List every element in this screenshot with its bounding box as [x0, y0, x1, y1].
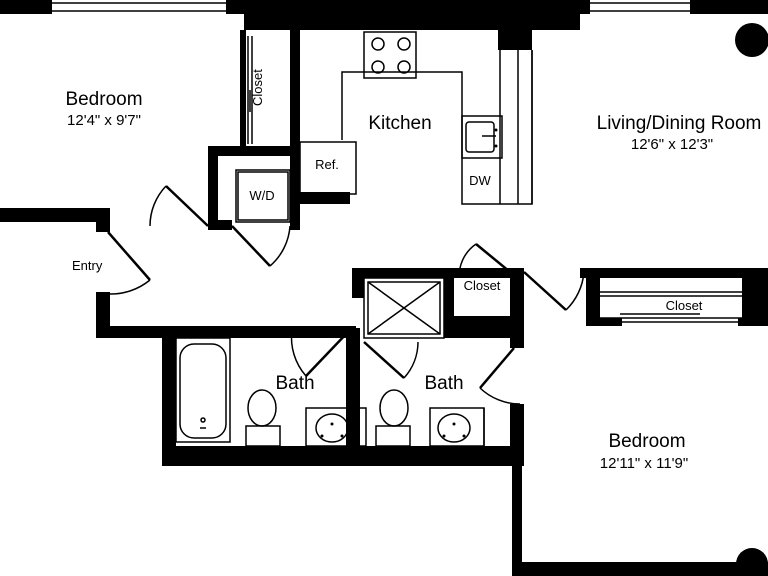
living-name: Living/Dining Room	[596, 113, 762, 134]
kitchen-sink	[461, 115, 503, 159]
bath2-name: Bath	[424, 373, 464, 394]
bedroom2-name: Bedroom	[608, 431, 686, 452]
closet-label: Closet	[463, 278, 501, 293]
bath2-fixtures	[375, 389, 485, 447]
bedroom2-dims: 12'11" x 11'9"	[599, 455, 689, 472]
bath1-name: Bath	[275, 373, 315, 394]
washer-dryer-label: W/D	[249, 188, 275, 203]
doors	[107, 185, 585, 405]
living-dims: 12'6" x 12'3"	[630, 136, 714, 153]
entry-label: Entry	[72, 258, 103, 273]
bedroom1-closet-door	[247, 36, 253, 144]
bedroom1-dims: 12'4" x 9'7"	[67, 112, 141, 129]
bedroom2-closet-label: Closet	[665, 298, 703, 313]
stove	[363, 31, 417, 79]
dishwasher-label: DW	[469, 173, 491, 188]
bedroom2-closet-door	[600, 291, 742, 323]
shower	[363, 277, 445, 339]
refrigerator	[299, 141, 357, 195]
washer-dryer	[235, 169, 291, 223]
bathtub	[175, 337, 231, 443]
columns	[735, 23, 768, 576]
refrigerator-label: Ref.	[315, 157, 339, 172]
bath1-fixtures	[245, 389, 367, 447]
bedroom1-name: Bedroom	[65, 89, 143, 110]
bedroom1-closet-label: Closet	[250, 69, 265, 106]
kitchen-name: Kitchen	[368, 113, 432, 134]
